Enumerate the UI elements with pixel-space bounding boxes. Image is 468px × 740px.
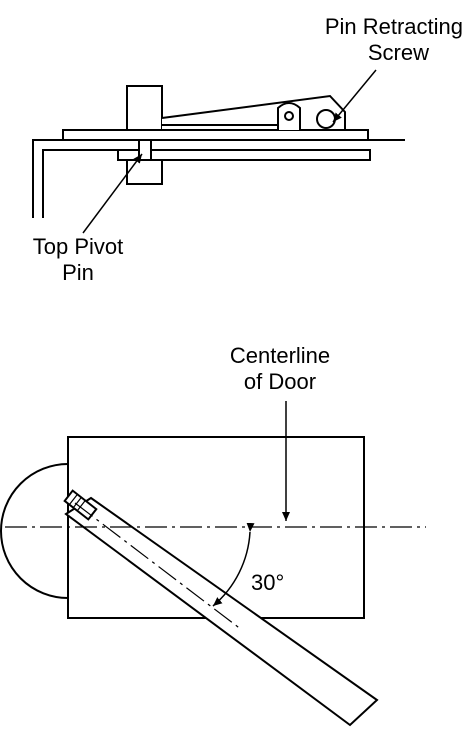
top-pivot-pin-label-line2: Pin (62, 260, 94, 285)
centerline-of-door-label: Centerline of Door (205, 343, 355, 395)
swing-arc (0, 463, 69, 599)
screw-leader (332, 69, 377, 123)
pivot-block-upper (126, 85, 163, 131)
pin-retracting-screw-label: Pin Retracting Screw (278, 14, 463, 66)
top-pivot-pin-label: Top Pivot Pin (14, 234, 142, 286)
lower-channel (117, 149, 371, 161)
pin-retracting-screw (316, 109, 336, 129)
angle-arc (212, 522, 255, 607)
leader-lines-top (82, 69, 377, 234)
pivot-pin-leader (82, 153, 143, 234)
top-pivot-pin-label-line1: Top Pivot (32, 234, 124, 259)
dimension-marks (212, 401, 290, 607)
pivot-assembly-side-view (32, 85, 405, 218)
centerline-of-door-label-line1: Centerline (229, 343, 331, 368)
arm-lug (277, 102, 301, 130)
angle-label: 30° (251, 570, 285, 595)
centerline-of-door-label-line2: of Door (243, 369, 317, 394)
arm-end-fitting (63, 489, 98, 521)
door-plan-view (0, 436, 379, 727)
top-plate (62, 129, 369, 141)
top-pivot-pin (138, 139, 152, 161)
lug-hole (284, 111, 294, 121)
pivot-block-lower (126, 159, 163, 185)
pin-retracting-screw-label-line1: Pin Retracting (324, 14, 463, 39)
frame-jamb-inner (42, 149, 118, 218)
pin-retracting-screw-label-line2: Screw (367, 40, 429, 65)
